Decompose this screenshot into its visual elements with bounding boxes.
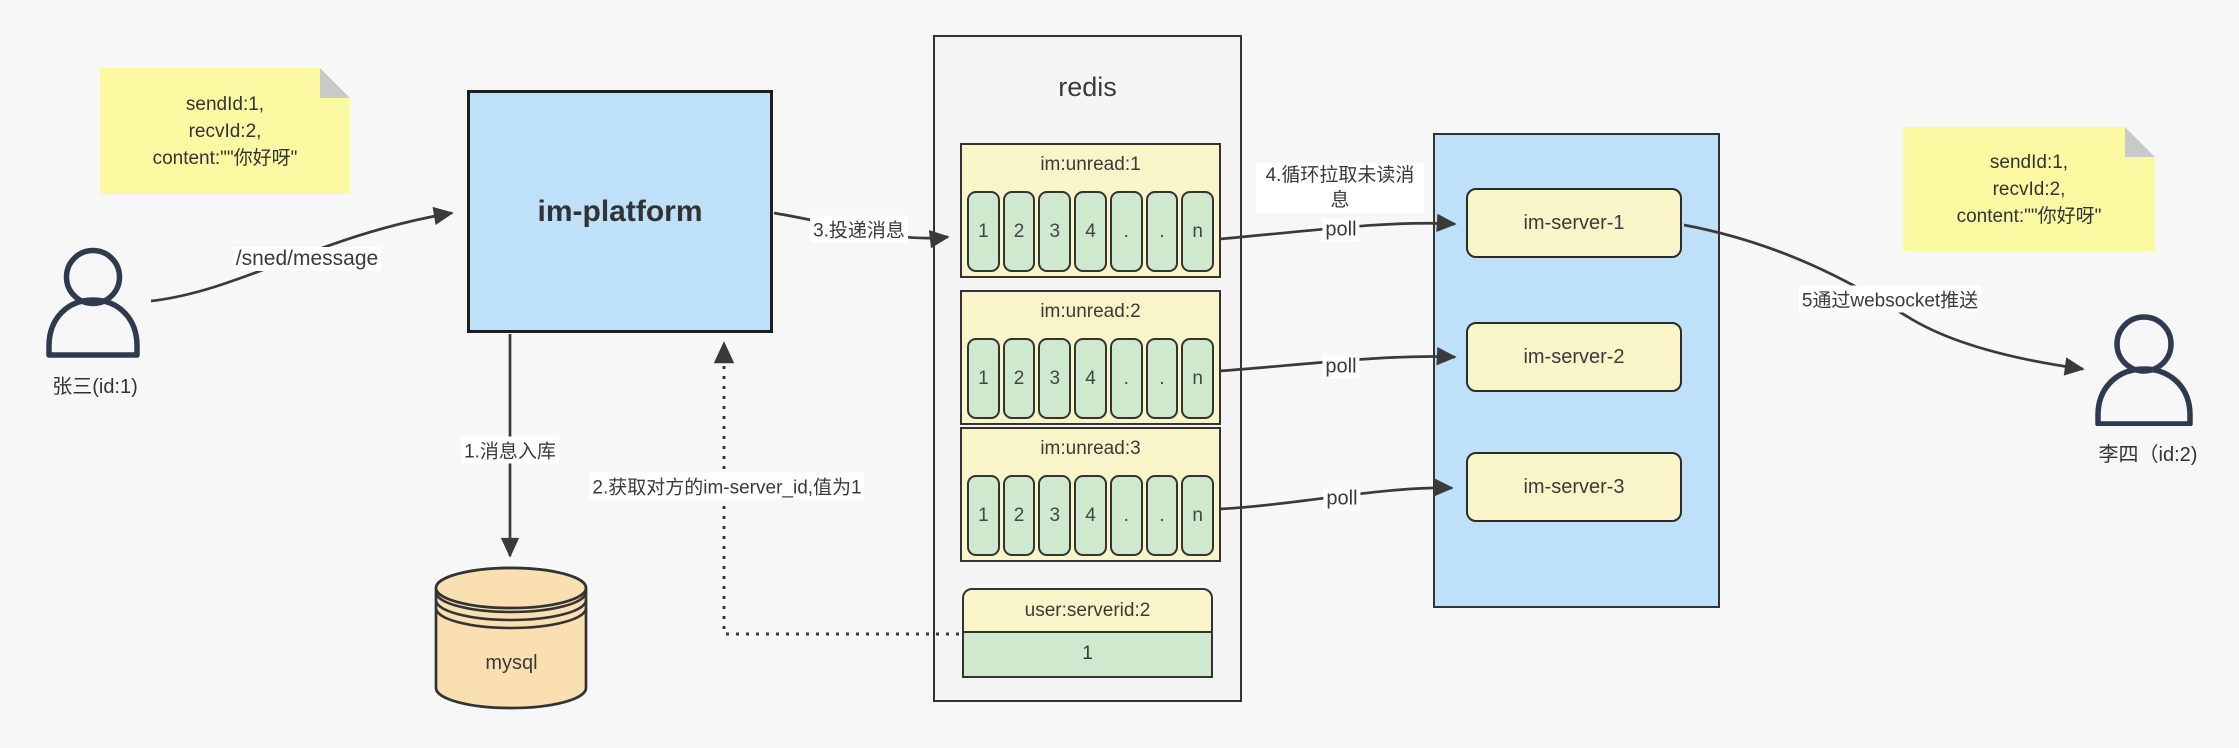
- user-icon: [2090, 314, 2196, 431]
- queue-cell: 1: [967, 475, 1000, 556]
- queue-cell: .: [1145, 475, 1179, 556]
- redis-queue-unread-1: im:unread:1 1 2 3 4 . . n: [960, 143, 1221, 278]
- note-fold-icon: [320, 68, 350, 98]
- sticky-note-sender: sendId:1, recvId:2, content:""你好呀": [100, 68, 350, 194]
- queue-cell: .: [1109, 191, 1143, 272]
- queue-cell: .: [1145, 191, 1179, 272]
- queue-cell: 4: [1074, 191, 1107, 272]
- queue-title: im:unread:1: [1040, 154, 1141, 175]
- edge-label-poll-1: poll: [1322, 218, 1360, 242]
- queue-cell: 1: [967, 191, 1000, 272]
- database-cylinder-icon: [434, 566, 588, 710]
- note-line: content:""你好呀": [152, 147, 298, 169]
- mapping-value: 1: [962, 630, 1213, 678]
- im-platform-node: im-platform: [467, 90, 773, 333]
- mapping-key: user:serverid:2: [962, 588, 1213, 633]
- im-server-2-node: im-server-2: [1466, 322, 1682, 392]
- queue-cell: n: [1181, 191, 1215, 272]
- im-server-1-node: im-server-1: [1466, 188, 1682, 258]
- queue-cell: 3: [1038, 475, 1072, 556]
- queue-cell: 2: [1002, 191, 1036, 272]
- queue-cell: 2: [1002, 338, 1036, 419]
- queue-cells: 1 2 3 4 . . n: [967, 191, 1215, 272]
- queue-cell: .: [1109, 475, 1143, 556]
- queue-cells: 1 2 3 4 . . n: [967, 338, 1215, 419]
- sticky-note-receiver: sendId:1, recvId:2, content:""你好呀": [1903, 127, 2155, 251]
- queue-cell: 3: [1038, 338, 1072, 419]
- edge-label-step2: 2.获取对方的im-server_id,值为1: [589, 472, 865, 500]
- note-line: sendId:1,: [185, 93, 265, 115]
- mysql-label: mysql: [485, 652, 538, 674]
- actor-sender-label: 张三(id:1): [52, 376, 138, 398]
- edge-label-step3: 3.投递消息: [810, 215, 908, 243]
- queue-cell: n: [1181, 475, 1215, 556]
- queue-cell: 4: [1074, 338, 1107, 419]
- note-line: sendId:1,: [1989, 151, 2069, 173]
- redis-title: redis: [1058, 72, 1117, 102]
- redis-queue-unread-3: im:unread:3 1 2 3 4 . . n: [960, 427, 1221, 562]
- actor-receiver-label: 李四（id:2): [2098, 444, 2198, 466]
- note-fold-icon: [2125, 127, 2155, 157]
- note-line: recvId:2,: [1992, 178, 2066, 200]
- queue-cell: .: [1145, 338, 1179, 419]
- queue-cells: 1 2 3 4 . . n: [967, 475, 1215, 556]
- redis-queue-unread-2: im:unread:2 1 2 3 4 . . n: [960, 290, 1221, 425]
- queue-cell: .: [1109, 338, 1143, 419]
- edge-label-step4: 4.循环拉取未读消息: [1256, 163, 1424, 213]
- edge-label-poll-3: poll: [1323, 487, 1361, 511]
- im-server-3-node: im-server-3: [1466, 452, 1682, 522]
- queue-title: im:unread:3: [1040, 438, 1141, 459]
- edge-label-step5: 5通过websocket推送: [1798, 285, 1982, 313]
- queue-cell: n: [1181, 338, 1215, 419]
- queue-cell: 2: [1002, 475, 1036, 556]
- edge-label-send: /sned/message: [232, 247, 382, 271]
- queue-cell: 4: [1074, 475, 1107, 556]
- note-line: recvId:2,: [188, 120, 262, 142]
- queue-cell: 1: [967, 338, 1000, 419]
- mysql-node: mysql: [433, 566, 590, 712]
- edge-label-poll-2: poll: [1322, 355, 1360, 379]
- edge-label-step1: 1.消息入库: [461, 436, 559, 464]
- user-serverid-mapping: user:serverid:2 1: [962, 588, 1213, 680]
- user-icon: [42, 243, 144, 363]
- note-line: content:""你好呀": [1956, 205, 2102, 227]
- queue-title: im:unread:2: [1040, 301, 1141, 322]
- queue-cell: 3: [1038, 191, 1072, 272]
